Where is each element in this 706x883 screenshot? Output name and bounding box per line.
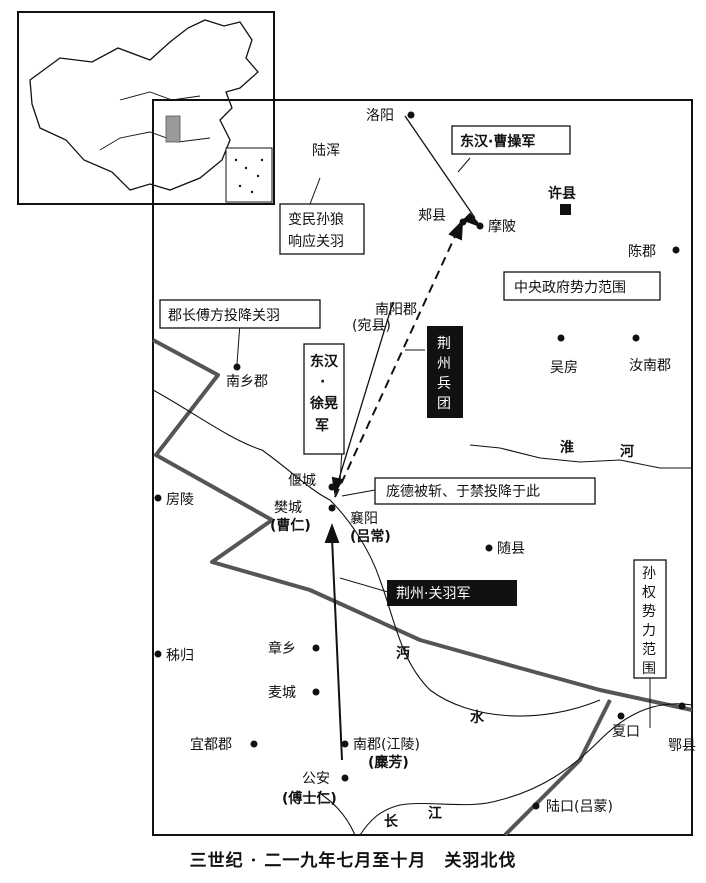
- fufang-box: 郡长傅方投降关羽: [159, 299, 321, 329]
- svg-text:势: 势: [642, 604, 656, 620]
- label-exian: 鄂县: [668, 738, 696, 754]
- svg-text:东汉·曹操军: 东汉·曹操军: [460, 133, 535, 150]
- svg-text:军: 军: [315, 418, 329, 434]
- label-chenjun: 陈郡: [628, 243, 656, 260]
- label-nanyang: 南阳郡: [375, 302, 417, 318]
- svg-text:东汉: 东汉: [310, 353, 339, 370]
- rebels-box: 变民孙狼 响应关羽: [279, 203, 365, 255]
- inset-map: [17, 11, 275, 205]
- arrows: [324, 115, 484, 761]
- marker-exian: [678, 702, 686, 710]
- marker-jiaxian: [459, 218, 467, 226]
- marker-gongan: [341, 774, 349, 782]
- marker-yidu: [250, 740, 258, 748]
- svg-text:徐晃: 徐晃: [309, 395, 338, 412]
- label-xiangyang: 襄阳: [350, 511, 378, 527]
- river-mian-1: 沔: [396, 646, 410, 662]
- river-huai-2: 河: [620, 443, 634, 460]
- cao-army-box: 东汉·曹操军: [451, 125, 571, 155]
- svg-text:中央政府势力范围: 中央政府势力范围: [514, 279, 626, 296]
- label-wufang: 吴房: [550, 360, 578, 376]
- marker-zigui: [154, 650, 162, 658]
- marker-fangling: [154, 494, 162, 502]
- marker-zhangxiang: [312, 644, 320, 652]
- sunquan-box: 孙 权 势 力 范 围: [633, 559, 667, 679]
- label-runan: 汝南郡: [629, 358, 671, 374]
- svg-text:孙: 孙: [642, 566, 656, 582]
- marker-lukou: [532, 802, 540, 810]
- jingzhou-bing-box: 荆 州 兵 团: [427, 326, 463, 418]
- label-lukou: 陆口(吕蒙): [546, 799, 613, 815]
- place-labels: 洛阳 陆浑 郏县 摩陂 许县 陈郡 南阳郡 (宛县) 吴房 汝南郡 南乡郡 偃城…: [166, 108, 696, 815]
- marker-yancheng: [328, 483, 336, 491]
- pangde-box: 庞德被斩、于禁投降于此: [374, 477, 596, 505]
- label-fangling: 房陵: [166, 492, 194, 508]
- label-mobei: 摩陂: [488, 218, 516, 235]
- marker-luoyang: [407, 111, 415, 119]
- svg-text:郡长傅方投降关羽: 郡长傅方投降关羽: [168, 308, 280, 324]
- river-huai-1: 淮: [560, 439, 574, 456]
- label-xiakou: 夏口: [612, 724, 640, 740]
- label-luoyang: 洛阳: [366, 108, 394, 124]
- svg-text:范: 范: [642, 641, 656, 658]
- xuhuang-box: 东汉 · 徐晃 军: [303, 343, 345, 455]
- label-fancheng-def: (曹仁): [270, 517, 311, 534]
- marker-suixian: [485, 544, 493, 552]
- city-markers: [154, 111, 686, 810]
- label-xuxian: 许县: [548, 185, 576, 202]
- marker-chenjun: [672, 246, 680, 254]
- svg-text:荆州·关羽军: 荆州·关羽军: [396, 586, 470, 602]
- label-wanxian: (宛县): [352, 318, 391, 334]
- marker-maicheng: [312, 688, 320, 696]
- label-zhangxiang: 章乡: [268, 640, 296, 657]
- marker-nanjun: [341, 740, 349, 748]
- label-nanjun: 南郡(江陵): [353, 737, 420, 753]
- svg-text:兵: 兵: [437, 376, 451, 392]
- label-xiangyang-def: (吕常): [350, 528, 391, 545]
- svg-text:响应关羽: 响应关羽: [288, 233, 344, 250]
- label-gongan-def: (傅士仁): [282, 790, 337, 807]
- central-box: 中央政府势力范围: [503, 271, 661, 301]
- svg-text:力: 力: [642, 623, 656, 639]
- label-nanjun-def: (麋芳): [368, 754, 409, 771]
- river-mian-2: 水: [470, 709, 485, 726]
- river-chang-2: 江: [428, 805, 442, 822]
- svg-text:·: ·: [320, 374, 325, 390]
- svg-text:变民孙狼: 变民孙狼: [288, 212, 344, 228]
- river-chang-1: 长: [384, 813, 399, 830]
- marker-xiakou: [617, 712, 625, 720]
- river-labels: 淮 河 沔 水 长 江: [384, 439, 634, 830]
- marker-runan: [632, 334, 640, 342]
- marker-mobei: [476, 222, 484, 230]
- svg-text:权: 权: [642, 585, 656, 601]
- marker-xuxian: [560, 204, 571, 215]
- label-zigui: 秭归: [166, 647, 194, 664]
- marker-fancheng: [328, 504, 336, 512]
- label-yancheng: 偃城: [288, 472, 316, 489]
- label-suixian: 随县: [497, 541, 525, 557]
- label-jiaxian: 郏县: [418, 208, 446, 224]
- svg-text:荆: 荆: [437, 336, 451, 352]
- svg-text:围: 围: [642, 661, 656, 677]
- boundary-lines: [152, 338, 693, 837]
- marker-wufang: [557, 334, 565, 342]
- label-luhun-1: 陆浑: [312, 143, 340, 159]
- marker-nanxiang: [233, 363, 241, 371]
- label-nanxiang: 南乡郡: [226, 374, 268, 390]
- guanyu-army-box: 荆州·关羽军: [387, 580, 517, 606]
- map-caption: 三世纪 · 二一九年七月至十月 关羽北伐: [189, 851, 517, 871]
- svg-text:州: 州: [437, 356, 451, 372]
- label-maicheng: 麦城: [268, 685, 296, 701]
- svg-text:团: 团: [437, 396, 451, 412]
- label-gongan: 公安: [302, 771, 330, 787]
- label-fancheng: 樊城: [274, 500, 302, 516]
- label-yidu: 宜都郡: [190, 737, 232, 753]
- svg-text:庞德被斩、于禁投降于此: 庞德被斩、于禁投降于此: [386, 484, 540, 500]
- rivers: [152, 389, 693, 836]
